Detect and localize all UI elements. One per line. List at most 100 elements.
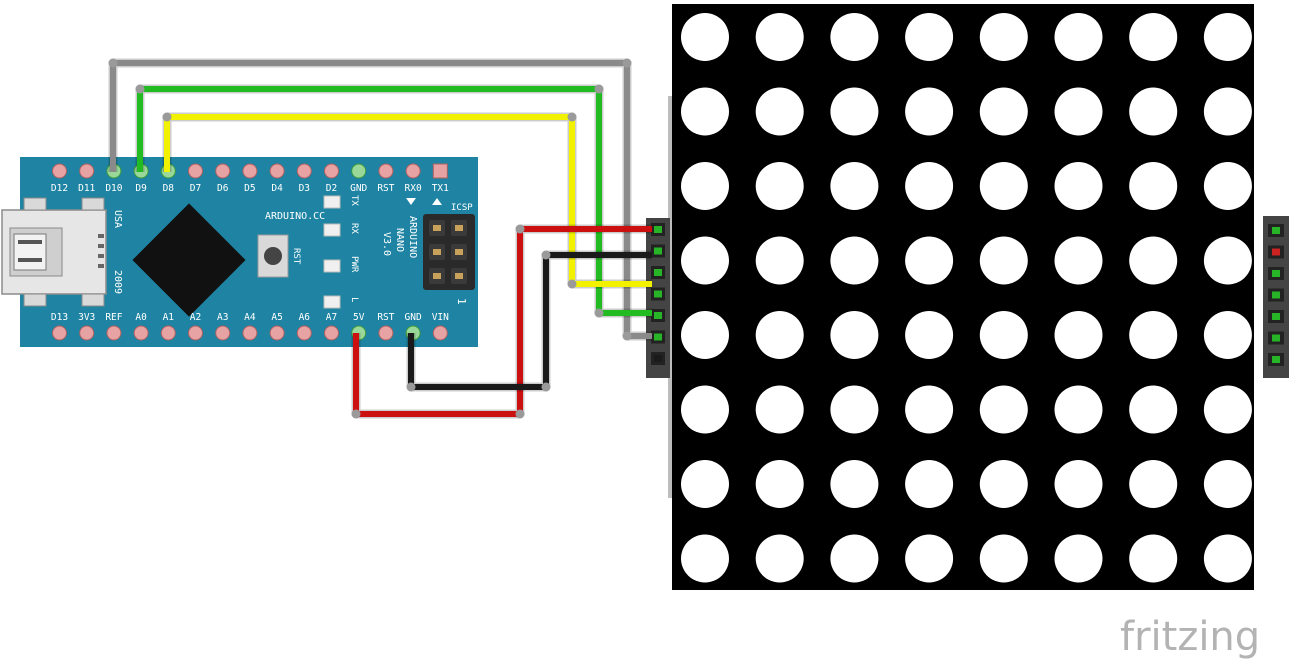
wire-bend-point — [515, 224, 525, 234]
header-pin-contact — [654, 312, 662, 319]
matrix-led-dot — [1129, 534, 1178, 583]
pin-pad — [215, 325, 231, 341]
matrix-led-dot — [681, 311, 729, 359]
wire-bend-point — [108, 58, 118, 68]
wire-bend-point — [594, 308, 604, 318]
matrix-led-dot — [979, 460, 1028, 508]
header-pin-contact — [654, 247, 662, 255]
matrix-led-dot — [1129, 13, 1178, 61]
matrix-led-dot — [830, 236, 879, 285]
pin-label-top: GND — [350, 183, 367, 194]
matrix-input-header — [646, 218, 670, 378]
matrix-led-dot — [755, 162, 804, 210]
pin-label-bottom: D13 — [51, 312, 68, 323]
header-pin-contact — [1272, 313, 1280, 320]
wire-bend-point — [406, 382, 416, 392]
matrix-led-dot — [830, 13, 879, 61]
pin-label-top: D7 — [190, 183, 201, 194]
pin-label-top: RX0 — [405, 183, 422, 194]
reset-button — [257, 234, 289, 278]
matrix-dot-grid — [681, 13, 1252, 583]
pin-pad — [160, 325, 176, 341]
pin-pad — [324, 325, 339, 341]
matrix-output-header — [1263, 216, 1289, 378]
matrix-led-dot — [905, 311, 954, 359]
matrix-led-dot — [1054, 385, 1103, 434]
pin-label-bottom: A0 — [135, 312, 147, 323]
matrix-led-dot — [1203, 311, 1252, 359]
pin-label-bottom: RST — [377, 312, 394, 323]
matrix-led-dot — [905, 162, 954, 210]
header-pin-contact — [1272, 270, 1280, 277]
header-pin-contact — [654, 269, 662, 276]
pin-pad — [405, 163, 421, 179]
matrix-led-dot — [1129, 385, 1178, 434]
matrix-led-dot — [755, 87, 804, 136]
pin-label-bottom: GND — [405, 312, 422, 323]
pin-label-top: D10 — [105, 183, 122, 194]
fritzing-logo: fritzing — [1120, 614, 1260, 660]
pin-pad — [215, 163, 231, 179]
led-matrix-module — [668, 4, 1254, 590]
icsp-label: ICSP — [451, 203, 473, 213]
matrix-led-dot — [1129, 311, 1178, 359]
pin-pad — [378, 163, 394, 179]
wire-bend-point — [622, 331, 632, 341]
wire-bend-point — [135, 84, 145, 94]
pin-pad — [188, 163, 203, 179]
pin-label-bottom: 3V3 — [78, 312, 95, 323]
status-leds — [323, 195, 341, 309]
matrix-led-dot — [1054, 534, 1103, 583]
matrix-led-dot — [1203, 87, 1252, 136]
matrix-led-dot — [905, 236, 954, 285]
pin-label-top: D4 — [271, 183, 283, 194]
matrix-led-dot — [1054, 162, 1103, 210]
pin-pad — [79, 163, 95, 179]
matrix-led-dot — [1054, 13, 1103, 61]
matrix-led-dot — [1203, 534, 1252, 583]
pin-label-bottom: A3 — [217, 312, 228, 323]
pin-pad — [296, 163, 312, 179]
matrix-led-dot — [905, 534, 954, 583]
pin-label-top: D5 — [244, 183, 255, 194]
led-label-pwr: PWR — [349, 256, 359, 273]
wire-bend-point — [541, 250, 551, 260]
pin-label-bottom: A1 — [163, 312, 175, 323]
matrix-led-dot — [830, 162, 879, 210]
pin-pad-square — [432, 163, 448, 179]
led-label-l: L — [349, 297, 359, 302]
pin-label-top: D2 — [326, 183, 337, 194]
pin-label-bottom: REF — [105, 312, 122, 323]
pin-label-bottom: 5V — [353, 312, 365, 323]
pin-pad — [52, 163, 67, 179]
pin-label-top: D9 — [135, 183, 147, 194]
brand-label: ARDUINO.CC — [265, 211, 325, 222]
matrix-led-dot — [905, 460, 954, 508]
pin-pad — [242, 325, 258, 341]
wire-bend-point — [515, 409, 525, 419]
matrix-led-dot — [830, 311, 879, 359]
matrix-led-dot — [979, 13, 1028, 61]
matrix-led-dot — [830, 460, 879, 508]
matrix-led-dot — [1203, 13, 1252, 61]
matrix-led-dot — [905, 385, 954, 434]
icsp-header — [423, 214, 475, 290]
matrix-led-dot — [1054, 87, 1103, 136]
matrix-led-dot — [979, 87, 1028, 136]
wire-bend-point — [351, 409, 361, 419]
pin-pad — [106, 325, 122, 341]
matrix-led-dot — [830, 87, 879, 136]
pin-one-label: 1 — [455, 298, 468, 305]
pin-pad — [269, 325, 285, 341]
header-pin-contact — [1272, 248, 1280, 256]
model-label-version: V3.0 — [381, 232, 392, 256]
pin-label-top: D3 — [299, 183, 310, 194]
pin-label-top: RST — [377, 183, 394, 194]
matrix-led-dot — [1203, 236, 1252, 285]
matrix-led-dot — [1129, 162, 1178, 210]
matrix-led-dot — [681, 13, 729, 61]
matrix-led-dot — [755, 311, 804, 359]
pin-pad — [79, 325, 95, 341]
matrix-led-dot — [979, 311, 1028, 359]
